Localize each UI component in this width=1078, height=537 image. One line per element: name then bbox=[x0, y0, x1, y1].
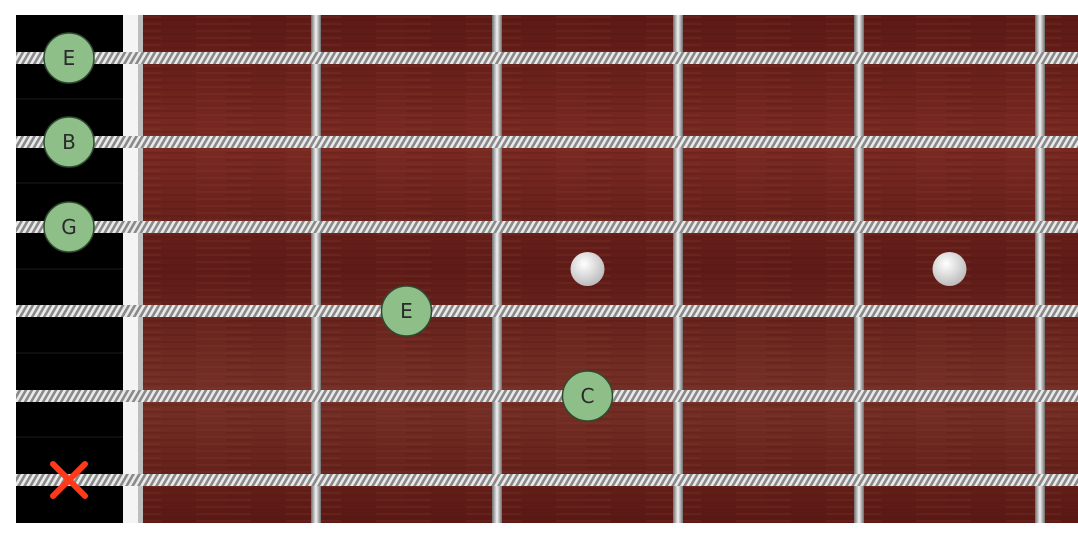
open-note-g-label: G bbox=[61, 215, 77, 239]
open-note-b: B bbox=[43, 116, 95, 168]
string-g bbox=[16, 221, 1078, 233]
open-note-high-e-label: E bbox=[63, 46, 76, 70]
fretted-note-0-label: E bbox=[400, 299, 413, 323]
open-note-b-circle bbox=[43, 116, 95, 168]
muted-strings bbox=[50, 461, 88, 499]
fretboard-svg: EBG EC bbox=[16, 15, 1078, 523]
strings bbox=[16, 52, 1078, 486]
fret-wire-1 bbox=[311, 15, 321, 523]
string-low-e bbox=[16, 474, 1078, 486]
x-mark-icon bbox=[50, 461, 88, 499]
nut-shadow bbox=[138, 15, 143, 523]
string-a bbox=[16, 390, 1078, 402]
fret-wire-5 bbox=[1035, 15, 1045, 523]
open-note-high-e: E bbox=[43, 32, 95, 84]
fret-wire-2 bbox=[492, 15, 502, 523]
fret-wire-4 bbox=[854, 15, 864, 523]
fretted-note-0-circle bbox=[380, 285, 433, 337]
open-note-g-circle bbox=[43, 201, 95, 253]
string-d bbox=[16, 305, 1078, 317]
open-string-notes: E B G bbox=[43, 32, 95, 253]
open-note-b-label: B bbox=[62, 130, 76, 154]
inlay-dot-fret-3 bbox=[570, 252, 605, 286]
string-high-e bbox=[16, 52, 1078, 64]
fretted-notes: EC bbox=[380, 285, 614, 422]
headstock-dividers bbox=[16, 98, 124, 438]
fretted-note-0: E bbox=[380, 285, 433, 337]
fretted-note-1-circle bbox=[561, 370, 614, 422]
string-b bbox=[16, 136, 1078, 148]
inlay-markers bbox=[570, 252, 967, 286]
frets bbox=[311, 15, 1045, 523]
inlay-dot-fret-5 bbox=[932, 252, 967, 286]
fretted-note-1: C bbox=[561, 370, 614, 422]
fretted-note-1-label: C bbox=[581, 384, 595, 408]
open-note-g: G bbox=[43, 201, 95, 253]
open-note-high-e-circle bbox=[43, 32, 95, 84]
fret-wire-3 bbox=[673, 15, 683, 523]
